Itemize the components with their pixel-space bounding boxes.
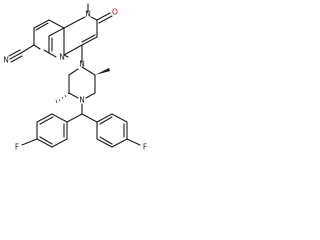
atom-nitrile-nitrogen: N: [3, 56, 9, 65]
atom-fluorine-right: F: [143, 143, 147, 152]
atom-carbonyl-oxygen: O: [112, 8, 118, 17]
atom-piperazine-n-bottom: N: [79, 96, 85, 105]
bis-fluorophenyl-methyl: [21, 103, 141, 148]
nitrile-group: [8, 44, 35, 63]
hashed-bond-methyl: [55, 92, 70, 104]
atom-fluorine-left: F: [15, 143, 19, 152]
chemical-structure-diagram: N O N N N N F F: [3, 3, 147, 152]
piperazine-ring: [55, 66, 110, 104]
atom-n-methyl: N: [85, 10, 91, 19]
atom-ring-nitrogen: N: [59, 53, 65, 62]
naphthyridinone-core: [33, 3, 113, 63]
atom-piperazine-n-top: N: [79, 60, 85, 69]
wedge-bond-methyl: [95, 68, 110, 75]
atom-labels: N O N N N N F F: [3, 8, 147, 152]
